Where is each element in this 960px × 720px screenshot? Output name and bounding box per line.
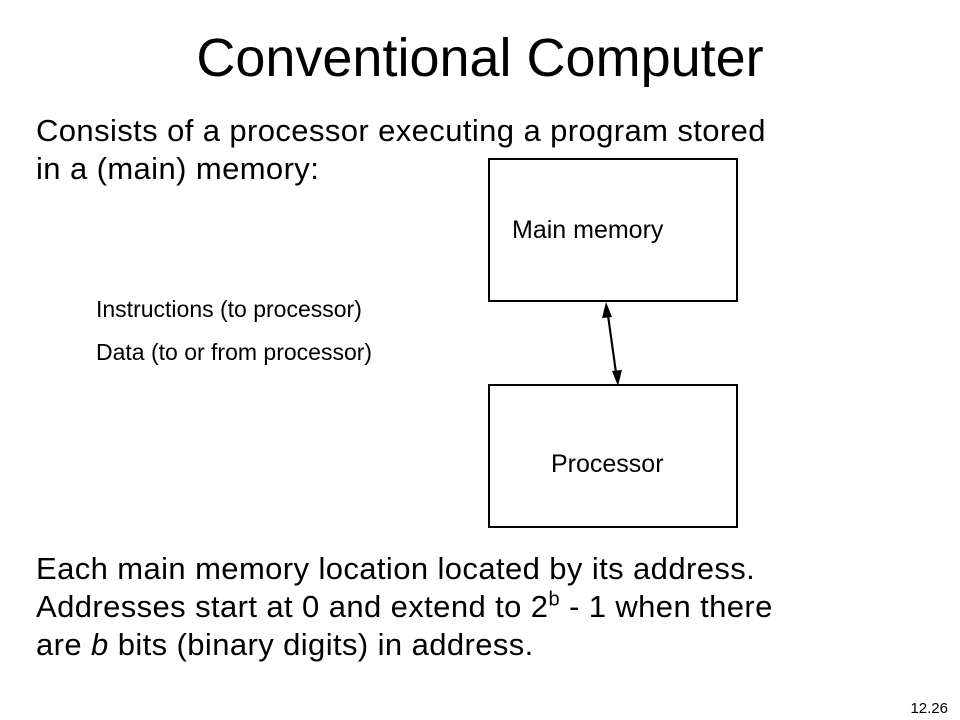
- outro-line-1: Each main memory location located by its…: [36, 551, 756, 586]
- outro-line-3-start: are: [36, 627, 92, 662]
- outro-line-2-end: - 1 when there: [559, 589, 773, 624]
- intro-line-2: in a (main) memory:: [36, 151, 320, 186]
- data-note: Data (to or from processor): [96, 339, 373, 365]
- processor-label: Processor: [551, 450, 664, 478]
- outro-line-2-start: Addresses start at 0 and extend to 2: [36, 589, 549, 624]
- outro-line-3-end: bits (binary digits) in address.: [108, 627, 534, 662]
- arrow-shaft: [605, 307, 619, 381]
- main-memory-label: Main memory: [512, 216, 664, 244]
- bidirectional-arrow-icon: [602, 302, 622, 386]
- slide-title: Conventional Computer: [196, 28, 764, 88]
- exponent-b: b: [548, 588, 560, 611]
- processor-box: Processor: [488, 384, 738, 528]
- intro-paragraph: Consists of a processor executing a prog…: [36, 112, 916, 188]
- main-memory-box: Main memory: [488, 158, 738, 302]
- italic-b: b: [91, 627, 109, 662]
- arrow-head-up: [602, 302, 612, 318]
- intro-line-1: Consists of a processor executing a prog…: [36, 113, 766, 148]
- instructions-note: Instructions (to processor): [96, 296, 362, 322]
- page-number: 12.26: [910, 700, 948, 717]
- arrow-head-down: [612, 370, 622, 386]
- address-paragraph: Each main memory location located by its…: [36, 550, 916, 664]
